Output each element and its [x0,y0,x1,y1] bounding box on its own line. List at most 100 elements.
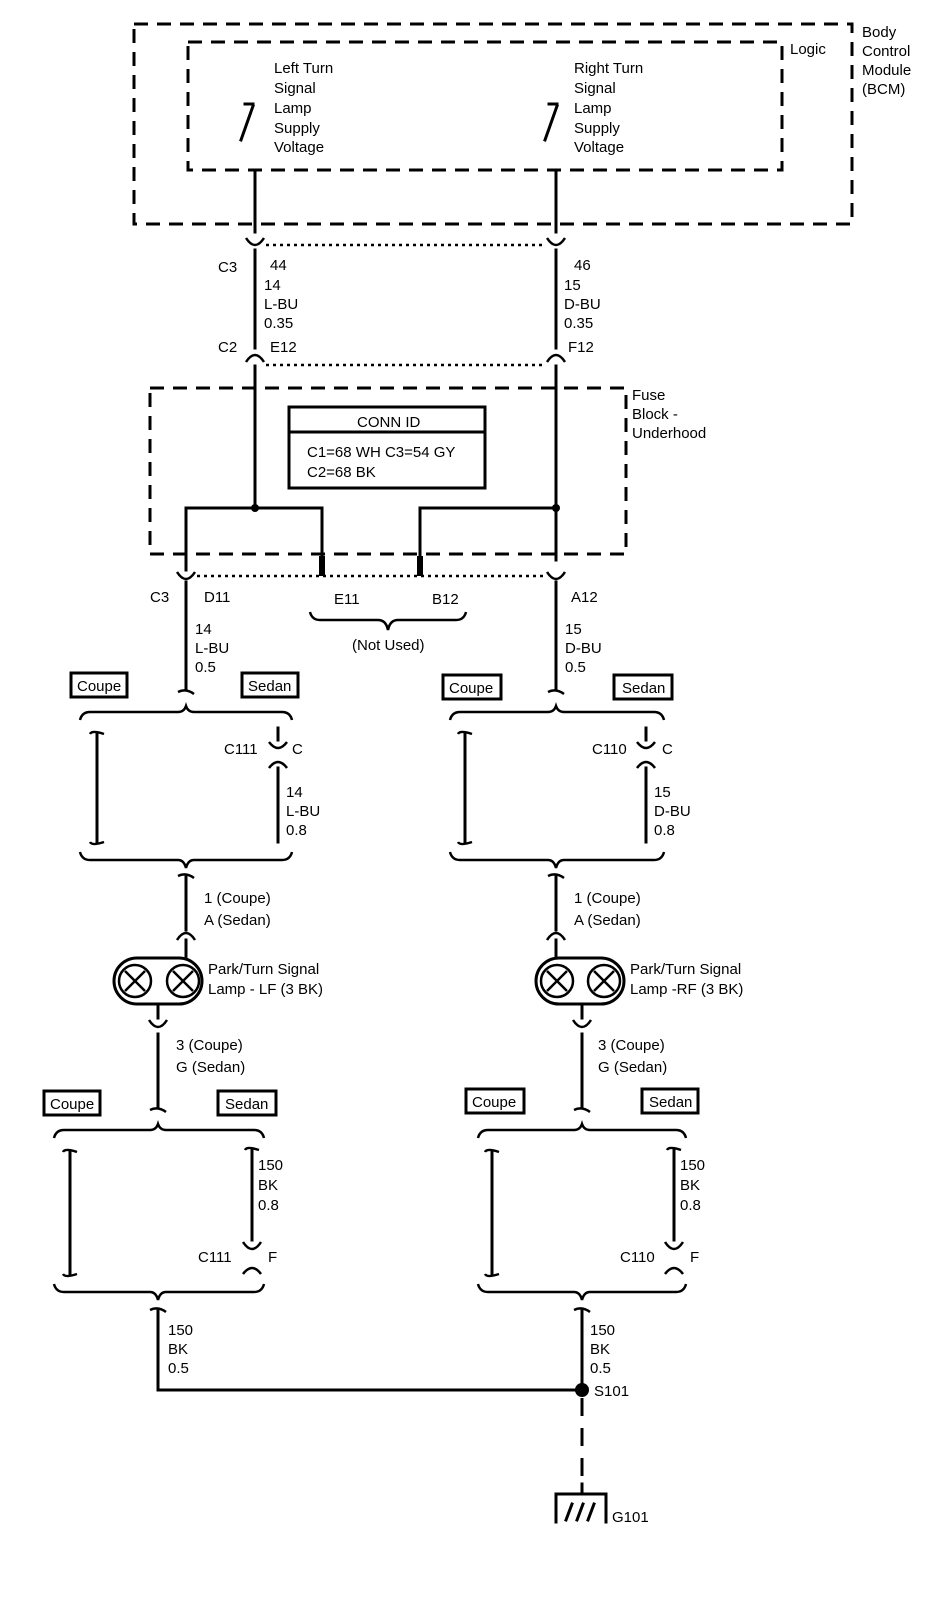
right-output-line-2: Signal [574,80,616,97]
conn-id-line-2: C2=68 BK [307,464,376,481]
c111-pin-f: F [268,1249,277,1266]
left-option-brace-top [78,702,294,721]
right-lamp-pin-bottom-2: G (Sedan) [598,1059,667,1076]
left-return-circuit: 150 [168,1322,193,1339]
c2-left-connector-icon [244,353,266,363]
ground-section: S101 G101 [554,1383,649,1526]
splice-icon [575,1383,589,1397]
right-output-line-5: Voltage [574,139,624,156]
left-color-upper: L-BU [264,296,298,313]
left-output-line-4: Supply [274,120,320,137]
bcm-label-line-1: Body [862,24,897,41]
pin-a12: A12 [571,589,598,606]
right-c3-pin: 46 [574,257,591,274]
lower-c3-connector: C3 D11 E11 B12 A12 (Not Used) [150,552,598,654]
pin-e11: E11 [334,591,360,608]
logic-label: Logic [790,41,826,58]
sedan-tag-label: Sedan [649,1094,692,1111]
upper-wires [244,170,567,510]
right-sedan-color: D-BU [654,803,691,820]
fuse-block-label-1: Fuse [632,387,665,404]
c3-lower-label: C3 [150,589,169,606]
left-output-line-2: Signal [274,80,316,97]
splice-label: S101 [594,1383,629,1400]
coupe-tag-label: Coupe [472,1094,516,1111]
conn-id-line-1: C1=68 WH C3=54 GY [307,444,455,461]
right-ground-brace-bottom [476,1283,688,1301]
c110-pin-c: C [662,741,673,758]
bcm-module: Logic Body Control Module (BCM) Left Tur… [132,22,911,226]
coupe-tag [69,671,129,699]
c3-a12-connector-icon [545,571,567,581]
c111-pin-c: C [292,741,303,758]
right-color-upper: D-BU [564,296,601,313]
ground-icon [554,1482,608,1524]
coupe-tag-label: Coupe [77,678,121,695]
c3-top-label: C3 [218,259,237,276]
right-lamp-pin-bottom-1: 3 (Coupe) [598,1037,665,1054]
right-option-brace-bottom [448,851,666,869]
left-lower-gauge: 0.5 [195,659,216,676]
right-lower-gauge: 0.5 [565,659,586,676]
right-return-color: BK [590,1341,610,1358]
left-output-line-1: Left Turn [274,60,333,77]
left-lamp-pin-bottom-2: G (Sedan) [176,1059,245,1076]
right-lamp-label-1: Park/Turn Signal [630,961,741,978]
coupe-tag [42,1089,102,1117]
right-circuit-upper: 15 [564,277,581,294]
left-c2-pin: E12 [270,339,297,356]
left-option-brace-bottom [78,851,294,869]
left-ground-circuit: 150 [258,1157,283,1174]
right-ground-gauge: 0.8 [680,1197,701,1214]
right-gauge-upper: 0.35 [564,315,593,332]
coupe-tag [441,673,503,701]
pin-b12: B12 [432,591,459,608]
sedan-tag [216,1089,278,1117]
left-return-color: BK [168,1341,188,1358]
left-ground-color: BK [258,1177,278,1194]
right-sedan-gauge: 0.8 [654,822,675,839]
right-ground-circuit: 150 [680,1157,705,1174]
ground-label: G101 [612,1509,649,1526]
right-return-circuit: 150 [590,1322,615,1339]
c2-top-label: C2 [218,339,237,356]
left-sedan-color: L-BU [286,803,320,820]
not-used-brace [308,611,468,631]
left-circuit-upper: 14 [264,277,281,294]
bcm-label-line-2: Control [862,43,910,60]
left-output-line-3: Lamp [274,100,312,117]
left-lamp-pin-top-2: A (Sedan) [204,912,271,929]
left-lamp-label-1: Park/Turn Signal [208,961,319,978]
c3-right-connector-icon [545,237,567,247]
right-switch-icon [543,102,559,142]
conn-id-table: CONN ID C1=68 WH C3=54 GY C2=68 BK [287,405,487,490]
sedan-tag-label: Sedan [225,1096,268,1113]
right-lamp-pin-top-1: 1 (Coupe) [574,890,641,907]
right-lower-color: D-BU [565,640,602,657]
sedan-tag [612,673,674,701]
bcm-label-line-3: Module [862,62,911,79]
left-ground-gauge: 0.8 [258,1197,279,1214]
left-lamp-label-2: Lamp - LF (3 BK) [208,981,323,998]
right-lower-circuit: 15 [565,621,582,638]
c110-lower-label: C110 [620,1249,655,1266]
left-lower-circuit: 14 [195,621,212,638]
fuse-block-label-3: Underhood [632,425,706,442]
left-switch-icon [239,102,255,142]
coupe-tag-label: Coupe [50,1096,94,1113]
left-lamp-pin-bottom-1: 3 (Coupe) [176,1037,243,1054]
left-c3-pin: 44 [270,257,287,274]
right-lamp-pin-top-2: A (Sedan) [574,912,641,929]
right-option-brace-top [448,702,666,721]
left-sedan-gauge: 0.8 [286,822,307,839]
c110-pin-f: F [690,1249,699,1266]
pin-d11: D11 [204,589,230,606]
right-output-line-3: Lamp [574,100,612,117]
c3-left-connector-icon [244,237,266,247]
fuse-block: Fuse Block - Underhood CONN ID C1=68 WH … [148,386,706,562]
coupe-tag [464,1087,526,1115]
c111-upper-label: C111 [224,741,258,758]
left-lower-color: L-BU [195,640,229,657]
left-return-gauge: 0.5 [168,1360,189,1377]
